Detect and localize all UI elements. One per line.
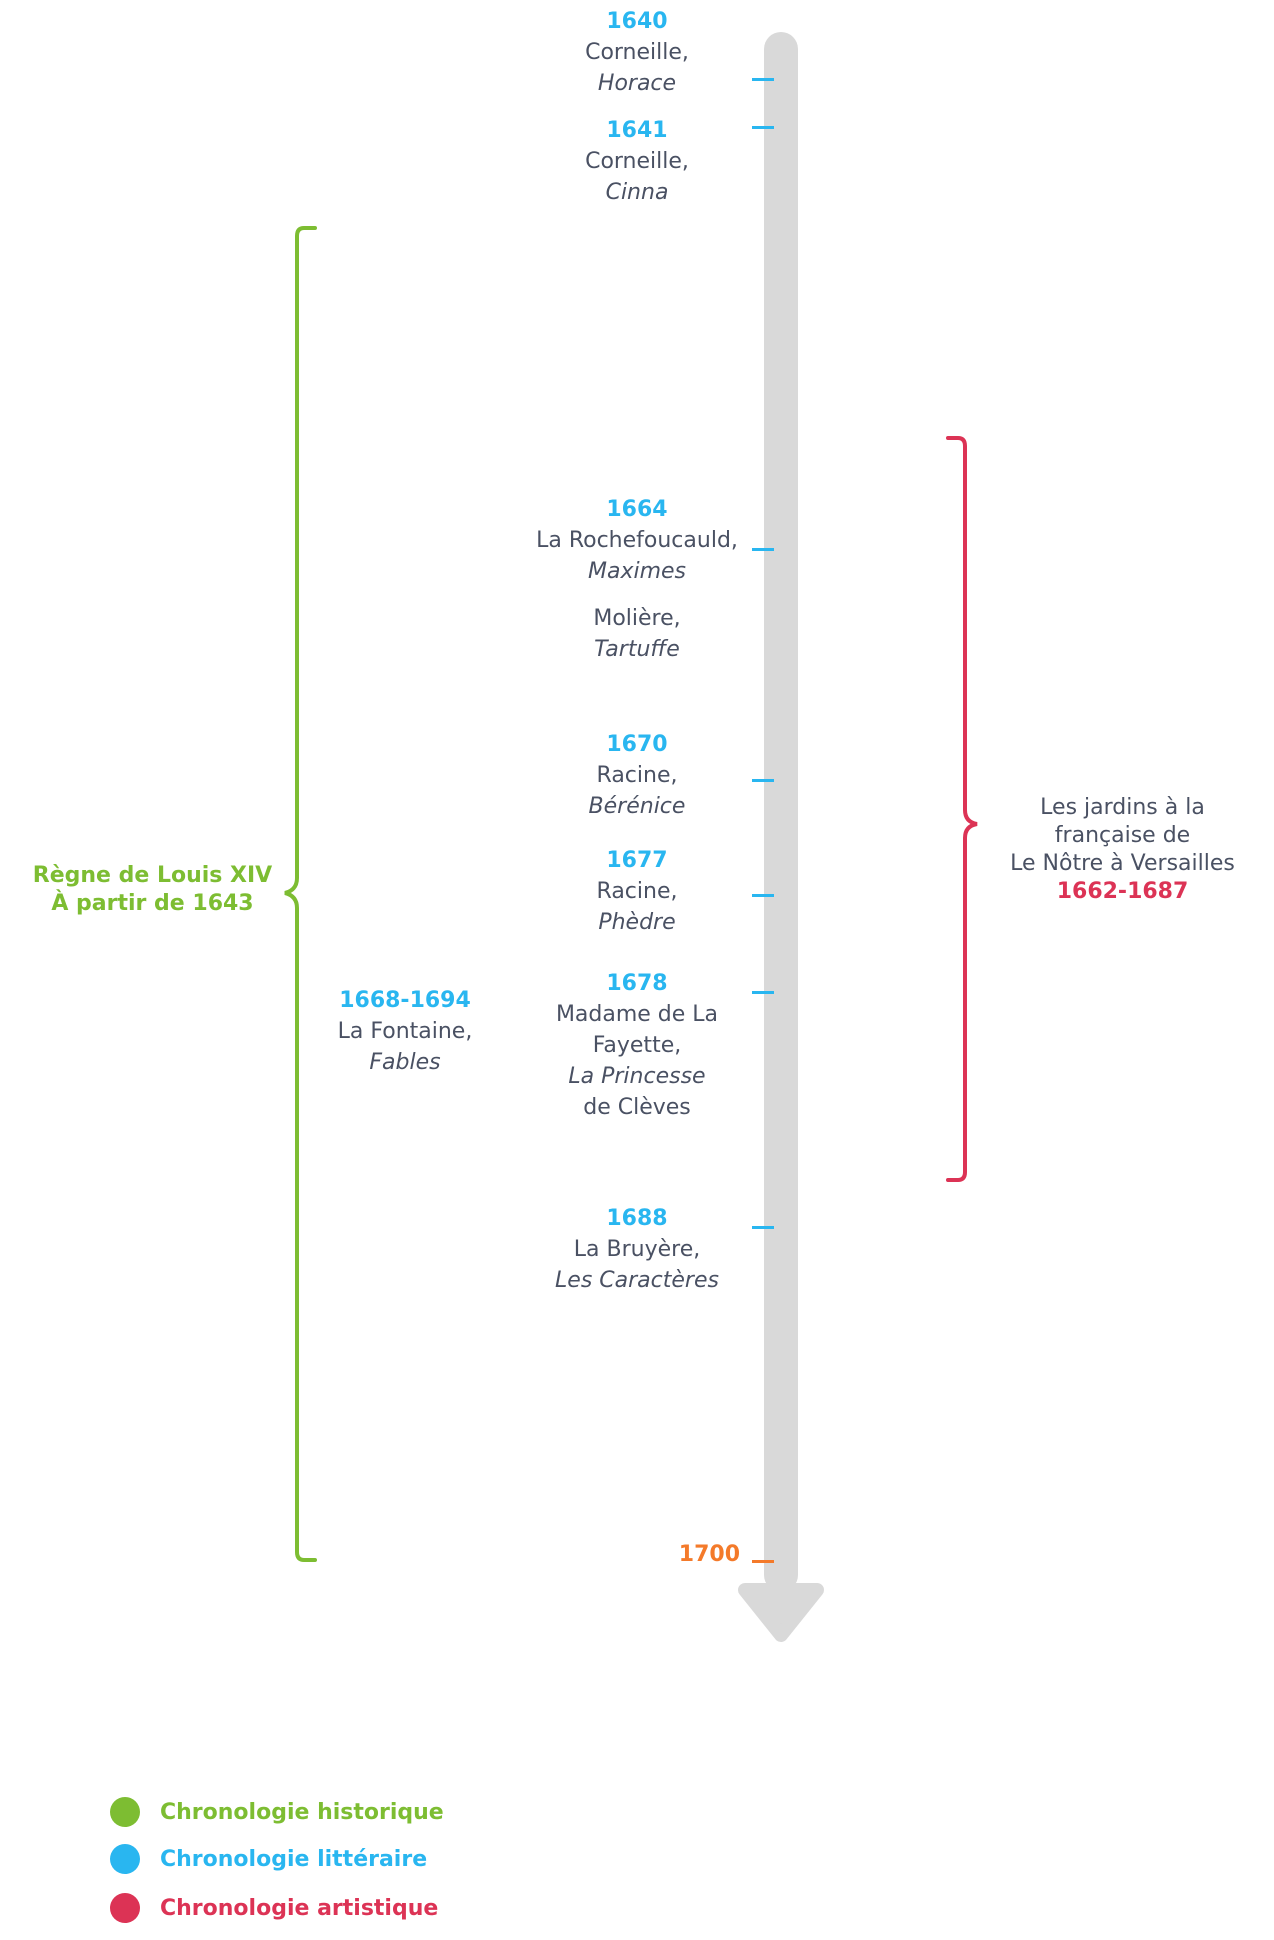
legend-dot-green-icon <box>110 1797 140 1827</box>
event-1664: 1664 La Rochefoucauld, Maximes Molière, … <box>517 494 757 665</box>
legend-dot-blue-icon <box>110 1844 140 1874</box>
event-author-2: Molière, <box>593 606 681 631</box>
event-title-2: Tartuffe <box>594 637 680 662</box>
event-title: Cinna <box>605 180 669 205</box>
legend-dot-red-icon <box>110 1893 140 1923</box>
event-1670: 1670 Racine, Bérénice <box>537 729 737 822</box>
event-year: 1641 <box>606 118 668 143</box>
gardens-line-2: française de <box>1054 823 1191 848</box>
event-title: La Princesse <box>568 1064 706 1089</box>
reign-label: Règne de Louis XIV À partir de 1643 <box>20 862 285 918</box>
tick-1678 <box>752 991 774 994</box>
tick-1664 <box>752 548 774 551</box>
event-author: Racine, <box>596 879 678 904</box>
event-1678: 1678 Madame de La Fayette, La Princesse … <box>527 968 747 1123</box>
event-author: La Bruyère, <box>573 1237 701 1262</box>
event-1677: 1677 Racine, Phèdre <box>537 845 737 938</box>
gardens-label: Les jardins à la française de Le Nôtre à… <box>990 794 1255 906</box>
event-author: Racine, <box>596 763 678 788</box>
tick-1670 <box>752 779 774 782</box>
legend-label: Chronologie artistique <box>160 1895 439 1921</box>
reign-line-2: À partir de 1643 <box>51 891 254 916</box>
event-title: Maximes <box>587 559 687 584</box>
event-author: La Rochefoucauld, <box>536 528 738 553</box>
event-year: 1678 <box>606 971 668 996</box>
legend-label: Chronologie littéraire <box>160 1846 428 1872</box>
event-author: Corneille, <box>585 40 689 65</box>
tick-1640 <box>752 78 774 81</box>
gardens-line-1: Les jardins à la <box>1040 795 1205 820</box>
tick-1700 <box>752 1560 774 1563</box>
event-year: 1640 <box>606 9 668 34</box>
legend-litteraire: Chronologie littéraire <box>110 1843 427 1875</box>
event-1641: 1641 Corneille, Cinna <box>537 115 737 208</box>
event-author: Corneille, <box>585 149 689 174</box>
event-title: Horace <box>597 71 677 96</box>
event-title-end: de Clèves <box>583 1095 691 1120</box>
event-author: Madame de La <box>555 1002 719 1027</box>
event-author: La Fontaine, <box>337 1019 473 1044</box>
event-title: Fables <box>369 1050 441 1075</box>
event-1668-1694: 1668-1694 La Fontaine, Fables <box>305 985 505 1078</box>
event-year: 1668-1694 <box>339 988 471 1013</box>
tick-1688 <box>752 1226 774 1229</box>
legend-label: Chronologie historique <box>160 1799 444 1825</box>
legend-historique: Chronologie historique <box>110 1796 444 1828</box>
event-year: 1664 <box>606 497 668 522</box>
reign-bracket <box>284 226 317 1562</box>
event-author: Fayette, <box>592 1033 682 1058</box>
gardens-years: 1662-1687 <box>1056 879 1189 904</box>
event-1640: 1640 Corneille, Horace <box>537 6 737 99</box>
legend-artistique: Chronologie artistique <box>110 1892 438 1924</box>
event-title: Bérénice <box>588 794 686 819</box>
reign-line-1: Règne de Louis XIV <box>32 863 273 888</box>
event-1688: 1688 La Bruyère, Les Caractères <box>527 1203 747 1296</box>
event-year: 1677 <box>606 848 668 873</box>
event-year: 1670 <box>606 732 668 757</box>
end-year-label: 1700 <box>678 1542 740 1567</box>
gardens-line-3: Le Nôtre à Versailles <box>1010 851 1235 876</box>
event-year: 1688 <box>606 1206 668 1231</box>
event-title: Les Caractères <box>555 1268 719 1293</box>
gardens-bracket <box>946 436 978 1182</box>
event-title: Phèdre <box>598 910 676 935</box>
tick-1677 <box>752 894 774 897</box>
tick-1641 <box>752 126 774 129</box>
